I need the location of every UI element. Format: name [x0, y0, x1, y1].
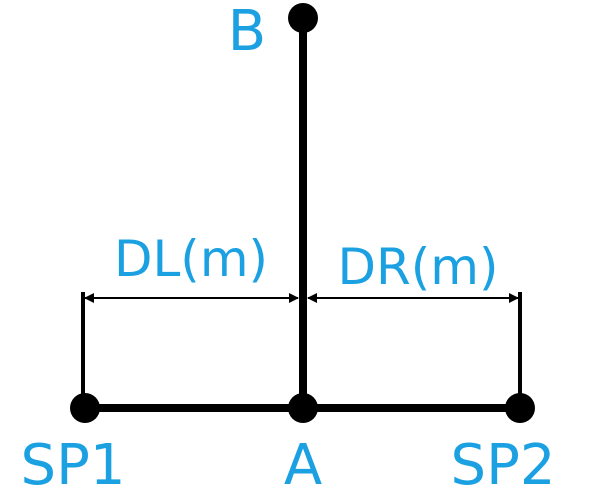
label-b: B: [228, 0, 266, 64]
point-sp1-marker: [70, 393, 100, 423]
label-sp1: SP1: [21, 433, 126, 498]
point-a-marker: [288, 393, 318, 423]
point-sp2-marker: [505, 393, 535, 423]
label-dr: DR(m): [338, 238, 499, 296]
label-a: A: [284, 433, 322, 498]
label-sp2: SP2: [451, 433, 556, 498]
label-dl: DL(m): [114, 230, 268, 288]
point-b-marker: [288, 3, 318, 33]
